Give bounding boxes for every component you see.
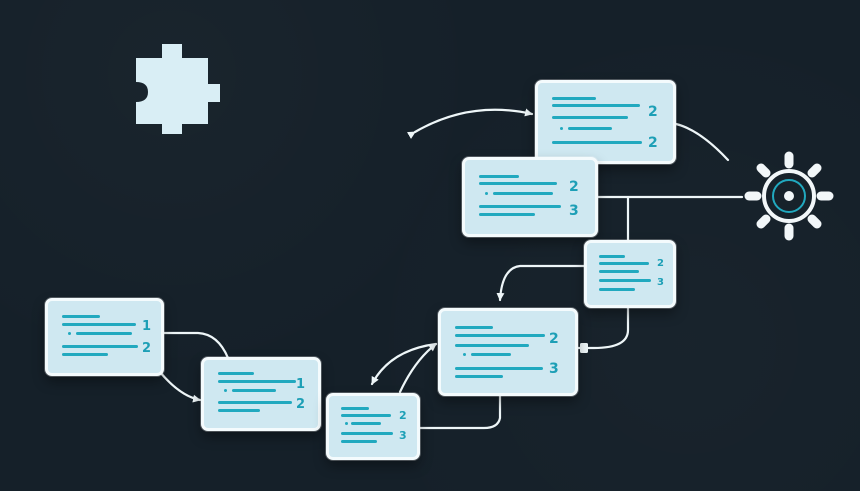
card-b[interactable]: 2 3 <box>462 157 598 237</box>
card-line <box>568 127 612 130</box>
card-label: 2 <box>569 179 579 195</box>
connector-card-c-card-d <box>576 306 630 350</box>
card-line <box>479 182 557 185</box>
card-line <box>455 334 545 337</box>
card-line <box>455 326 493 329</box>
card-label: 3 <box>399 429 407 442</box>
card-line <box>599 288 635 291</box>
card-bullet <box>485 192 488 195</box>
connector-card-e-card-f-b <box>158 370 202 403</box>
card-line <box>218 401 292 404</box>
card-line <box>599 262 649 265</box>
connector-card-e-card-f-a <box>162 331 230 360</box>
card-label: 2 <box>648 104 658 120</box>
card-line <box>479 205 561 208</box>
card-label: 2 <box>657 258 664 269</box>
card-label: 2 <box>296 397 306 412</box>
connector-card-d-bottom <box>418 394 502 430</box>
card-label: 2 <box>142 341 152 356</box>
connector-nub <box>580 343 588 353</box>
card-line <box>552 104 640 107</box>
card-line <box>62 315 100 318</box>
card-label: 3 <box>549 361 559 377</box>
card-line <box>341 432 393 435</box>
card-line <box>218 372 254 375</box>
card-line <box>62 345 138 348</box>
card-bullet <box>560 127 563 130</box>
card-line <box>552 97 596 100</box>
card-bullet <box>463 353 466 356</box>
card-label: 2 <box>549 331 559 347</box>
card-label: 3 <box>569 203 579 219</box>
card-bullet <box>345 422 348 425</box>
card-label: 1 <box>296 377 306 392</box>
card-line <box>471 353 511 356</box>
card-line <box>351 422 381 425</box>
connector-card-d-card-g-a <box>370 342 438 386</box>
connector-card-c-arrow <box>496 264 586 302</box>
card-line <box>341 407 369 410</box>
card-bullet <box>224 389 227 392</box>
card-line <box>599 255 625 258</box>
card-line <box>341 440 377 443</box>
card-label: 2 <box>399 409 407 422</box>
card-line <box>479 213 535 216</box>
card-line <box>62 353 108 356</box>
card-line <box>76 332 132 335</box>
card-line <box>479 175 519 178</box>
card-line <box>218 409 260 412</box>
card-bullet <box>68 332 71 335</box>
connector-card-a-gear <box>674 122 730 162</box>
card-line <box>599 279 651 282</box>
card-c[interactable]: 2 3 <box>584 240 676 308</box>
card-line <box>552 116 628 119</box>
card-line <box>455 375 503 378</box>
card-line <box>455 344 529 347</box>
card-line <box>599 270 639 273</box>
card-line <box>552 141 642 144</box>
card-a[interactable]: 2 2 <box>535 80 676 164</box>
card-line <box>341 414 391 417</box>
card-line <box>455 367 543 370</box>
card-label: 2 <box>648 135 658 151</box>
card-label: 1 <box>142 319 152 334</box>
connector-card-g-card-d <box>398 342 438 394</box>
card-label: 3 <box>657 277 664 288</box>
card-line <box>493 192 553 195</box>
connector-top-bidirectional <box>406 108 534 139</box>
card-e[interactable]: 1 2 <box>45 298 164 376</box>
card-line <box>218 380 296 383</box>
card-g[interactable]: 2 3 <box>326 393 420 460</box>
card-f[interactable]: 1 2 <box>201 357 321 431</box>
card-d[interactable]: 2 3 <box>438 308 578 396</box>
card-line <box>62 323 136 326</box>
card-line <box>232 389 276 392</box>
